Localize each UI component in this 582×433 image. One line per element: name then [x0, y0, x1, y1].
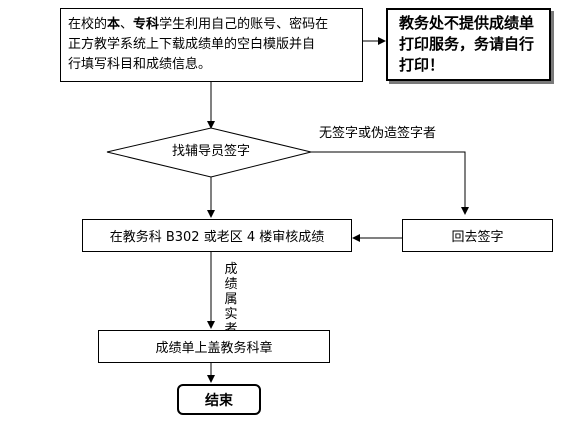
start-line-1-post: 学生利用自己的账号、密码在	[159, 17, 329, 32]
notice-box: 教务处不提供成绩单 打印服务，务请自行 打印！	[386, 8, 551, 81]
start-line-1-bold-1: 本	[107, 17, 121, 32]
start-line-3: 行填写科目和成绩信息。	[68, 57, 212, 72]
start-line-1: 在校的本、专科学生利用自己的账号、密码在	[68, 15, 328, 35]
verified-char-1: 成	[224, 262, 238, 277]
start-line-1-pre: 在校的	[68, 17, 108, 32]
decision-label: 找辅导员签字	[171, 144, 250, 159]
start-line-1-bold-2: 专科	[133, 17, 160, 32]
return-box: 回去签字	[402, 219, 553, 252]
notice-line-2: 打印服务，务请自行	[399, 35, 535, 53]
notice-line-3: 打印！	[399, 56, 445, 74]
verified-char-2: 绩	[224, 277, 238, 292]
review-box: 在教务科 B302 或老区 4 楼审核成绩	[82, 219, 352, 252]
stamp-box: 成绩单上盖教务科章	[98, 330, 330, 363]
verified-char-4: 实	[224, 307, 238, 322]
start-text: 在校的本、专科学生利用自己的账号、密码在 正方教学系统上下载成绩单的空白模版并自…	[68, 15, 328, 75]
decision-diamond	[106, 127, 312, 178]
notice-text: 教务处不提供成绩单 打印服务，务请自行 打印！	[399, 13, 534, 76]
arrow-decision-to-return	[311, 151, 469, 215]
start-line-1-sep: 、	[120, 17, 134, 32]
verified-char-3: 属	[224, 292, 238, 307]
verified-label: 成 绩 属 实 者	[224, 262, 238, 337]
start-box: 在校的本、专科学生利用自己的账号、密码在 正方教学系统上下载成绩单的空白模版并自…	[60, 8, 363, 82]
notice-line-1: 教务处不提供成绩单	[399, 14, 535, 32]
end-box: 结束	[177, 384, 261, 415]
start-line-2: 正方教学系统上下载成绩单的空白模版并自	[68, 37, 316, 52]
no-signature-label: 无签字或伪造签字者	[319, 126, 437, 141]
